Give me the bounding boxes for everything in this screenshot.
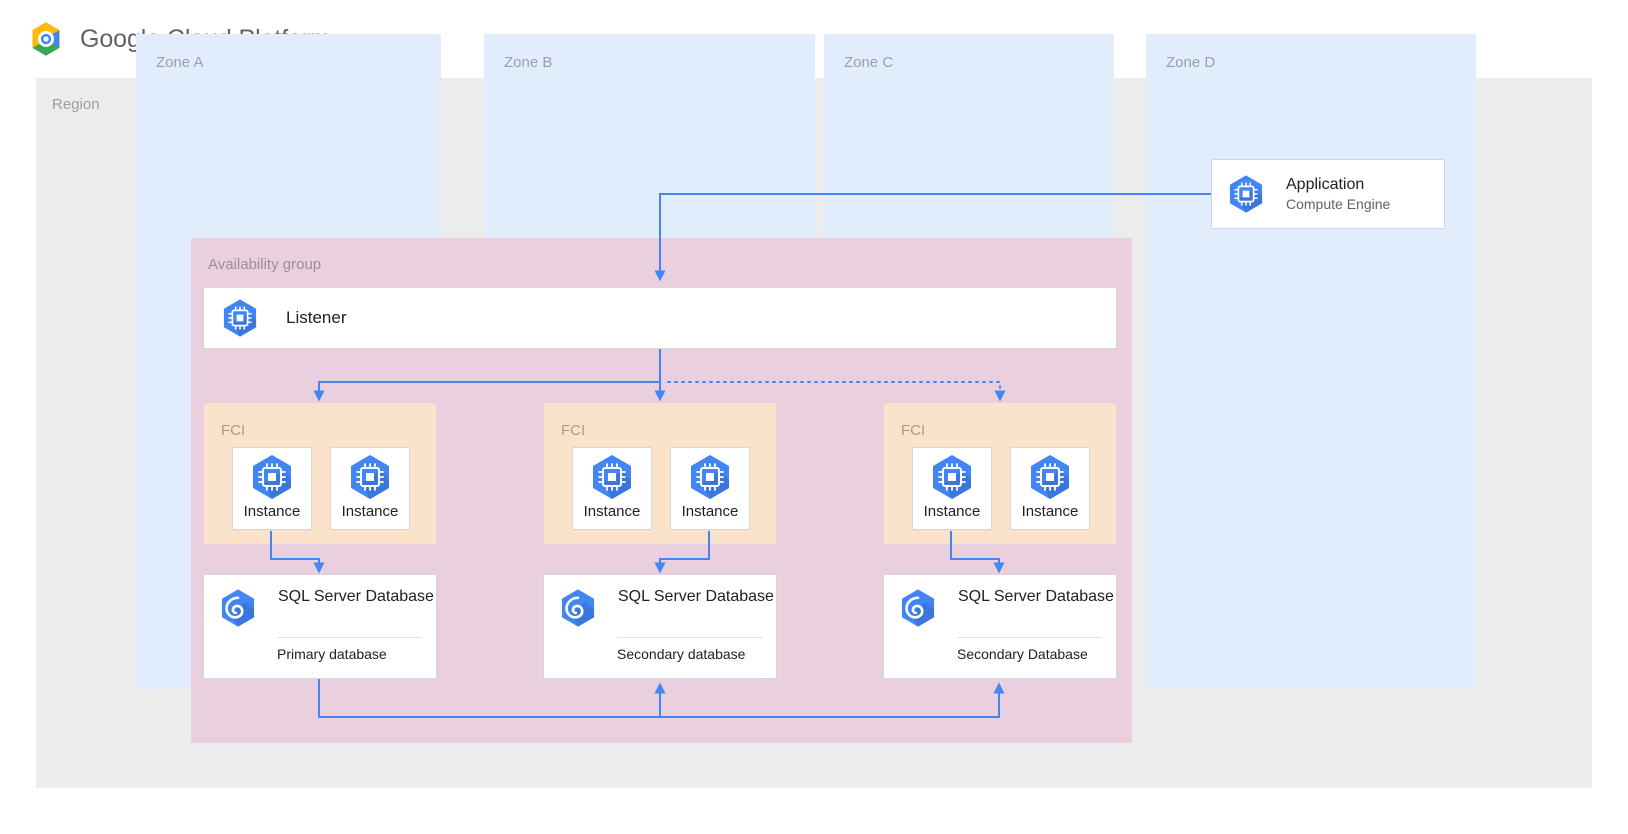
instance-card-b2[interactable]: Instance [670, 447, 750, 530]
instance-card-a1[interactable]: Instance [232, 447, 312, 530]
zone-b-label: Zone B [504, 54, 553, 71]
compute-engine-icon [691, 455, 729, 499]
application-card[interactable]: Application Compute Engine [1211, 159, 1445, 229]
fci-group-zone-b: FCI Instance [544, 403, 776, 544]
instance-card-b1[interactable]: Instance [572, 447, 652, 530]
compute-engine-icon [253, 455, 291, 499]
compute-engine-icon [1229, 175, 1263, 213]
fci-group-zone-a: FCI Instance [204, 403, 436, 544]
sql-server-database-icon [221, 589, 255, 627]
zone-c-label: Zone C [844, 54, 894, 71]
region-label: Region [52, 96, 100, 113]
database-card-c[interactable]: SQL Server Database Secondary Database [883, 574, 1117, 679]
compute-engine-icon [933, 455, 971, 499]
database-a-divider [277, 637, 422, 638]
fci-a-label: FCI [221, 422, 246, 439]
instance-c2-label: Instance [1021, 503, 1079, 520]
instance-a1-label: Instance [243, 503, 301, 520]
compute-engine-icon [223, 299, 257, 337]
google-cloud-hexagon-logo-icon [32, 22, 60, 56]
database-a-role: Primary database [277, 646, 387, 662]
database-c-role: Secondary Database [957, 646, 1088, 662]
fci-b-label: FCI [561, 422, 586, 439]
database-c-divider [957, 637, 1102, 638]
application-subtitle: Compute Engine [1286, 195, 1391, 212]
database-card-a[interactable]: SQL Server Database Primary database [203, 574, 437, 679]
sql-server-database-icon [901, 589, 935, 627]
database-b-role: Secondary database [617, 646, 746, 662]
instance-card-c1[interactable]: Instance [912, 447, 992, 530]
database-b-divider [617, 637, 762, 638]
sql-server-database-icon [561, 589, 595, 627]
database-c-title: SQL Server Database [958, 588, 1114, 605]
database-b-title: SQL Server Database [618, 588, 774, 605]
zone-d-label: Zone D [1166, 54, 1216, 71]
instance-b1-label: Instance [583, 503, 641, 520]
database-card-b[interactable]: SQL Server Database Secondary database [543, 574, 777, 679]
availability-group-label: Availability group [208, 256, 322, 273]
instance-a2-label: Instance [341, 503, 399, 520]
instance-b2-label: Instance [681, 503, 739, 520]
database-a-title: SQL Server Database [278, 588, 434, 605]
instance-card-c2[interactable]: Instance [1010, 447, 1090, 530]
zone-d-container: Zone D [1146, 34, 1476, 689]
compute-engine-icon [351, 455, 389, 499]
zone-a-label: Zone A [156, 54, 204, 71]
application-title: Application [1286, 175, 1365, 193]
compute-engine-icon [593, 455, 631, 499]
instance-c1-label: Instance [923, 503, 981, 520]
fci-c-label: FCI [901, 422, 926, 439]
fci-group-zone-c: FCI Instance [884, 403, 1116, 544]
compute-engine-icon [1031, 455, 1069, 499]
listener-card[interactable]: Listener [203, 287, 1117, 349]
listener-label: Listener [286, 308, 347, 327]
instance-card-a2[interactable]: Instance [330, 447, 410, 530]
